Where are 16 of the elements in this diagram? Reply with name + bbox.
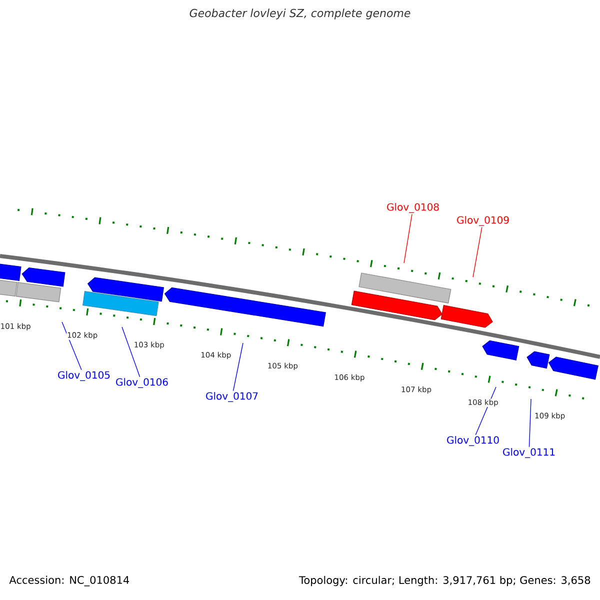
leader-line	[472, 226, 482, 278]
leader-line	[528, 398, 532, 448]
leader-line	[404, 214, 412, 264]
leader-line	[62, 322, 82, 370]
leader-line	[122, 326, 140, 378]
genome-info-text: Topology: circular; Length: 3,917,761 bp; Genes: 3,658	[299, 576, 590, 586]
gene-label: Glov_0111	[503, 448, 555, 458]
title: Geobacter lovleyi SZ, complete genome	[190, 8, 410, 20]
gene-label: Glov_0107	[206, 392, 258, 402]
gene-label: Glov_0108	[387, 203, 439, 213]
leader-line	[232, 342, 244, 392]
gene-label: Glov_0106	[116, 378, 168, 388]
accession-text: Accession: NC_010814	[9, 576, 130, 586]
gene-label: Glov_0110	[447, 436, 499, 446]
gene-label: Glov_0105	[58, 371, 110, 381]
gene-label: Glov_0109	[457, 216, 509, 226]
